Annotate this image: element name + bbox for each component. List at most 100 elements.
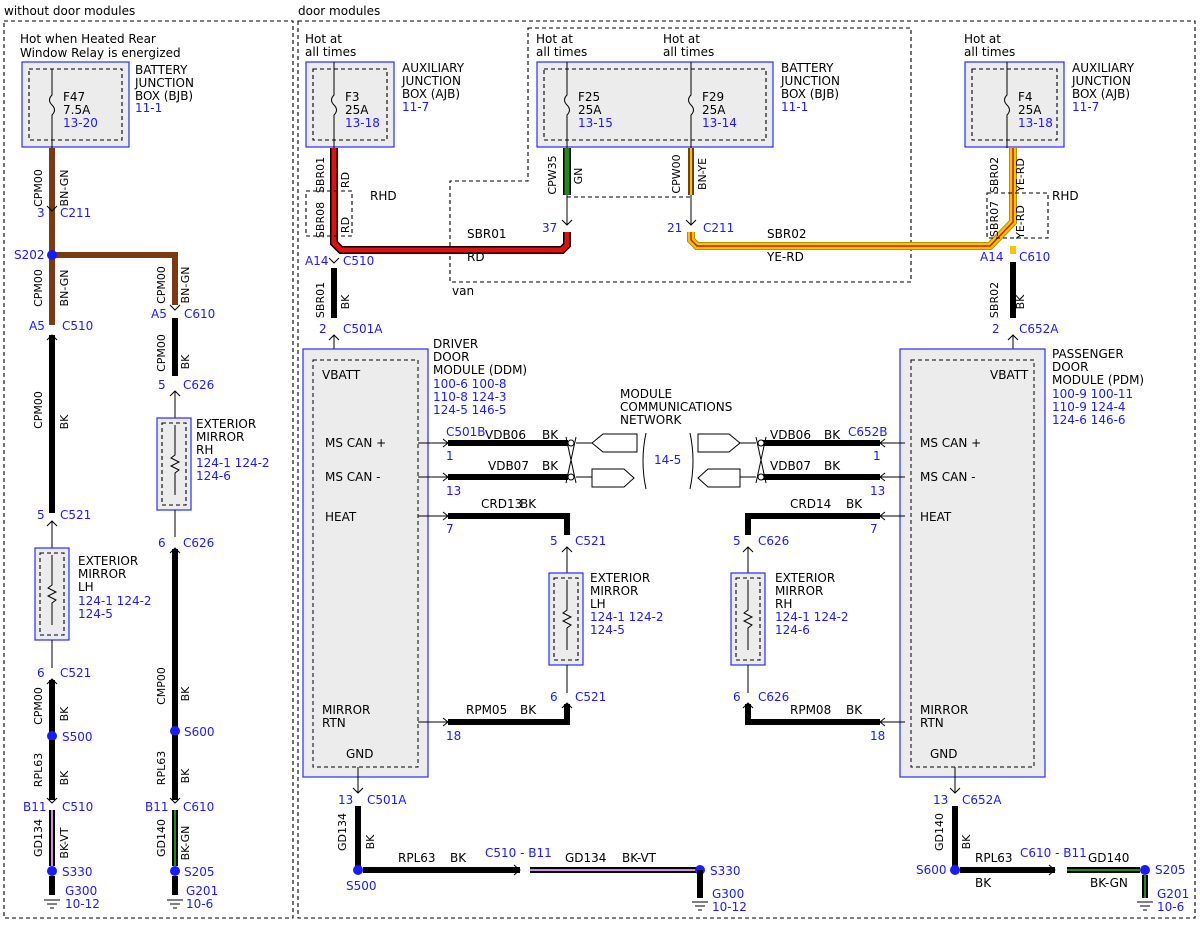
mirror-lh-right-label-2: MIRROR [590,584,638,598]
ground-g201-right-icon [1137,901,1153,911]
wire-label-cpm00-b: CPM00 [32,269,45,307]
wire-label-cpm00-f: CPM00 [155,334,168,372]
heater-element-icon [46,555,58,625]
can-arrow-left-bot [591,468,635,488]
pin-a5-c610: A5 [151,307,167,321]
ddm-pin-vbatt: VBATT [322,368,361,382]
splice-s500-right-dot [353,865,363,875]
pin-1-c501b: 1 [446,449,454,463]
wire-label-crd14: CRD14 [790,497,831,511]
connector-c501b: C501B [446,425,486,439]
can-arrow-left-top [591,433,638,453]
wire-crd13 [448,513,570,535]
ground-g201-right: G201 [1157,887,1189,901]
connector-c652a-bot: C652A [962,793,1002,807]
wire-rpm08 [745,704,880,725]
wire-label-rpl63-left-2: RPL63 [155,751,168,785]
ground-g300-right-icon [692,901,708,911]
ajb-left-label-2: JUNCTION [401,74,461,88]
ground-g300-left-icon [44,899,60,909]
connector-c521-right-top: C521 [575,534,606,548]
wire-color-bk-vdb07-pdm: BK [824,459,841,473]
connector-c510-left-bot: C510 [62,800,93,814]
hot-f3-line2: all times [305,45,356,59]
bjb-right-label-2: JUNCTION [780,74,840,88]
wire-color-bk-vdb07-ddm: BK [542,459,559,473]
fuse-f4-amps: 25A [1018,103,1042,117]
mirror-lh-left-label-1: EXTERIOR [78,554,138,568]
fuse-f4-ref: 13-18 [1018,116,1053,130]
wire-label-crd13: CRD13 [481,497,522,511]
splice-s500-left-dot [47,731,57,741]
splice-s205-right: S205 [1155,863,1186,877]
wire-label-cpm00-a: CPM00 [32,169,45,207]
wire-label-sbr08: SBR08 [314,202,327,238]
pin-b11-c610: B11 [145,800,169,814]
ddm-pin-gnd: GND [346,747,374,761]
splice-s202-dot [47,250,57,260]
wire-color-ye-rd-b: YE-RD [1014,158,1027,193]
rhd-box-left [305,190,353,237]
wire-label-sbr01-b: SBR01 [467,227,506,241]
wire-color-bk-h: BK [179,768,192,784]
pin-2-c501a: 2 [319,322,327,336]
pin-a5-c510: A5 [29,319,45,333]
pin-7-pdm: 7 [870,522,878,536]
pdm-module-box [899,348,1046,778]
wire-color-bk-j: BK [1014,294,1027,310]
wire-color-bk-e: BK [58,770,71,786]
ddm-title-2: DOOR [433,350,469,364]
ground-g201-left-ref: 10-6 [186,897,213,911]
wire-label-sbr07: SBR07 [988,201,1001,237]
hot-f25-line1: Hot at [536,32,573,46]
hot-f4-line2: all times [964,45,1015,59]
bjb-left-ref: 11-1 [135,101,162,115]
rhd-box-right [986,192,1049,239]
connector-c610-b11: C610 - B11 [1020,846,1087,860]
hot-f4-line1: Hot at [964,32,1001,46]
ground-g300-right: G300 [712,887,744,901]
pin-5-c626-left: 5 [158,378,166,392]
pdm-title-2: DOOR [1052,360,1088,374]
fuse-f25-name: F25 [578,90,600,104]
wire-label-gd140-left: GD140 [155,819,168,857]
wire-label-cpw00: CPW00 [670,154,683,193]
wire-sbr01-red [331,148,570,253]
hot-f29-line1: Hot at [663,32,700,46]
splice-s205-right-dot [1140,865,1150,875]
wire-color-rd-b: RD [339,217,352,233]
ddm-pin-rtn: RTN [322,716,346,730]
ddm-title-3: MODULE (DDM) [433,363,527,377]
heater-element-rh-icon [169,425,181,495]
fuse-f3-ref: 13-18 [345,116,380,130]
connector-c521-right-bot: C521 [575,690,606,704]
fuse-f29-icon [688,62,694,148]
wire-label-rpl63-ddm: RPL63 [398,851,436,865]
wire-label-gd140-right: GD140 [1088,851,1129,865]
bjb-right-label-3: BOX (BJB) [781,87,839,101]
bjb-left-label-3: BOX (BJB) [135,89,193,103]
ajb-right-box [964,61,1065,148]
ajb-left-label-3: BOX (AJB) [402,87,460,101]
ajb-left-ref: 11-7 [402,100,429,114]
splice-s600-left-dot [170,726,180,736]
pin-13-c652b: 13 [870,484,885,498]
section-label-right: door modules [298,4,380,18]
ajb-right-label-2: JUNCTION [1071,74,1131,88]
heater-element-lh-right-icon [561,580,573,650]
connector-c626-left-bot: C626 [183,536,214,550]
mirror-rh-right-ref-2: 124-6 [775,623,810,637]
pdm-pin-gnd: GND [930,747,958,761]
hot-heated-line1: Hot when Heated Rear [20,32,156,46]
pdm-pin-heat: HEAT [920,510,952,524]
heater-element-rh-right-icon [742,580,754,650]
wire-color-bk-d: BK [58,706,71,722]
wire-label-cmp00: CMP00 [155,667,168,705]
ddm-ref-2: 110-8 124-3 [433,390,507,404]
fuse-f47-icon [49,69,55,148]
section-label-left: without door modules [4,4,135,18]
network-ref: 14-5 [654,453,681,467]
wire-color-bk-g: BK [179,686,192,702]
wire-label-rpm05: RPM05 [466,703,507,717]
